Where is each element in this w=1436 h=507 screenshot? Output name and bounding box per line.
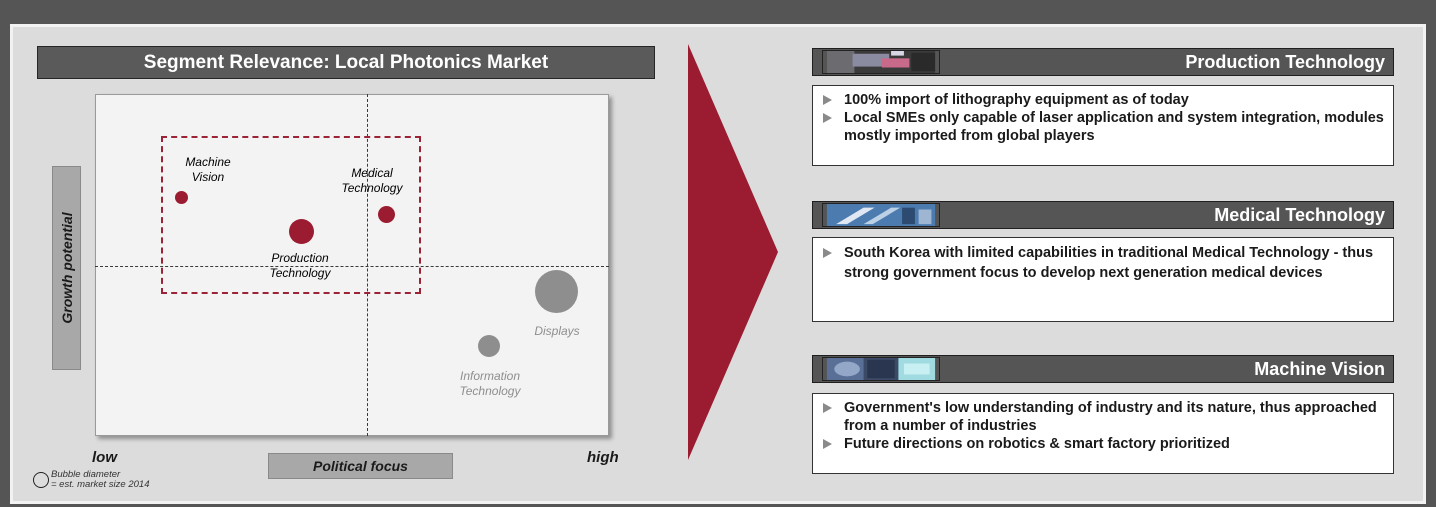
panel-title-text: Segment Relevance: Local Photonics Marke… (143, 51, 549, 73)
section-title: Machine Vision (1254, 358, 1385, 379)
machine-vision-photo (822, 357, 940, 381)
bullet-text: Local SMEs only capable of laser applica… (844, 110, 1384, 144)
section-body-production-technology: 100% import of lithography equipment as … (812, 85, 1394, 166)
section-body-medical-technology: South Korea with limited capabilities in… (812, 237, 1394, 322)
bubble-label-production-technology: Production Technology (256, 251, 344, 281)
bubble-label-line: Displays (534, 324, 580, 338)
production-technology-photo (822, 50, 940, 74)
x-axis-high-label: high (587, 449, 619, 466)
bubble-size-legend: Bubble diameter = est. market size 2014 (51, 470, 149, 490)
bullet-arrow-icon (823, 113, 832, 123)
bullet-arrow-icon (823, 248, 832, 258)
bubble-label-line: Information (459, 369, 521, 383)
bullet-item: Local SMEs only capable of laser applica… (821, 109, 1385, 145)
focus-region-box (161, 136, 421, 294)
chevron-arrow-icon (688, 44, 778, 460)
bubble-production-technology (289, 219, 314, 244)
medical-technology-photo (822, 203, 940, 227)
bullet-item: 100% import of lithography equipment as … (821, 91, 1385, 109)
x-axis-label: Political focus (313, 458, 408, 474)
bubble-label-line: Machine (185, 155, 231, 169)
bubble-label-machine-vision: Machine Vision (180, 155, 236, 185)
section-title: Medical Technology (1214, 204, 1385, 225)
section-title: Production Technology (1185, 51, 1385, 72)
x-axis-low-label: low (92, 449, 117, 466)
bullet-item: South Korea with limited capabilities in… (821, 243, 1385, 283)
section-body-machine-vision: Government's low understanding of indust… (812, 393, 1394, 474)
bullet-text: Future directions on robotics & smart fa… (844, 436, 1230, 452)
bullet-text: Government's low understanding of indust… (844, 400, 1377, 434)
bullet-item: Future directions on robotics & smart fa… (821, 435, 1385, 453)
legend-circle-icon (33, 472, 49, 488)
bubble-machine-vision (175, 191, 188, 204)
bullet-item: Government's low understanding of indust… (821, 399, 1385, 435)
bubble-label-information-technology: Information Technology (446, 369, 534, 399)
y-axis-label: Growth potential (58, 212, 75, 324)
legend-line: Bubble diameter (51, 469, 121, 480)
bubble-displays (535, 270, 578, 313)
bubble-medical-technology (378, 206, 395, 223)
bubble-label-line: Medical (351, 166, 393, 180)
bullet-arrow-icon (823, 439, 832, 449)
horizontal-divider-line (95, 266, 609, 267)
bubble-label-line: Vision (191, 170, 225, 184)
bubble-plot-area (95, 94, 609, 436)
bubble-information-technology (478, 335, 500, 357)
x-axis-label-box: Political focus (268, 453, 453, 479)
bullet-arrow-icon (823, 95, 832, 105)
y-axis-label-box: Growth potential (52, 166, 81, 370)
bullet-arrow-icon (823, 403, 832, 413)
bubble-label-line: Technology (341, 181, 403, 195)
bubble-label-medical-technology: Medical Technology (330, 166, 414, 196)
panel-title: Segment Relevance: Local Photonics Marke… (37, 46, 655, 79)
bubble-label-line: Production (271, 251, 329, 265)
bubble-label-line: Technology (269, 266, 331, 280)
bubble-label-line: Technology (459, 384, 521, 398)
bullet-text: 100% import of lithography equipment as … (844, 92, 1189, 108)
vertical-divider-line (367, 94, 368, 436)
bubble-label-displays: Displays (522, 324, 592, 339)
bullet-text: South Korea with limited capabilities in… (844, 245, 1374, 281)
legend-line: = est. market size 2014 (51, 479, 150, 490)
